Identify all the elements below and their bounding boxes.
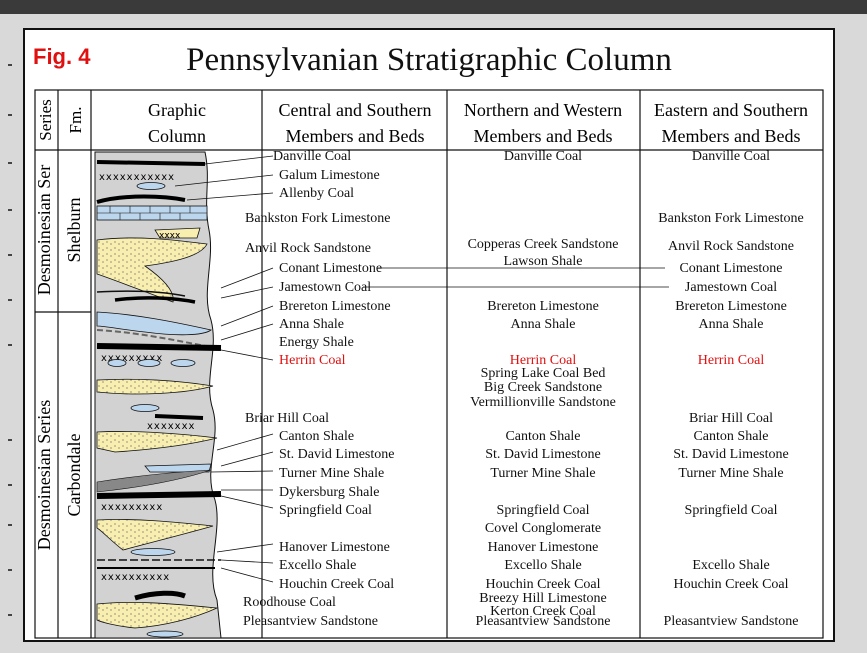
central-galum-limestone: Galum Limestone — [279, 168, 380, 183]
eastern-jamestown-coal: Jamestown Coal — [685, 280, 777, 295]
stratigraphic-column-diagram: Series Fm. Graphic Column Central and So… — [25, 30, 833, 640]
central-turner-mine-shale: Turner Mine Shale — [279, 466, 384, 481]
central-anvil-rock-sandstone: Anvil Rock Sandstone — [245, 241, 371, 256]
header-series: Series — [36, 99, 55, 141]
eastern-brereton-limestone: Brereton Limestone — [675, 299, 787, 314]
central-danville-coal: Danville Coal — [273, 149, 351, 164]
northern-excello-shale: Excello Shale — [504, 558, 581, 573]
window-top-bar — [0, 0, 867, 14]
series-label-lower: Desmoinesian Series — [34, 400, 54, 550]
header-formation: Fm. — [66, 107, 85, 134]
eastern-danville-coal: Danville Coal — [692, 149, 770, 164]
eastern-canton-shale: Canton Shale — [693, 429, 768, 444]
eastern-herrin-coal: Herrin Coal — [698, 353, 765, 368]
eastern-st-david-limestone: St. David Limestone — [673, 447, 789, 462]
eastern-briar-hill-coal: Briar Hill Coal — [689, 411, 773, 426]
series-label-upper: Desmoinesian Ser — [34, 165, 54, 295]
header-northern-line2: Members and Beds — [474, 126, 613, 146]
eastern-conant-limestone: Conant Limestone — [679, 261, 782, 276]
eastern-anna-shale: Anna Shale — [699, 317, 764, 332]
northern-vermillionville-sandstone: Vermillionville Sandstone — [470, 395, 616, 410]
eastern-turner-mine-shale: Turner Mine Shale — [678, 466, 783, 481]
northern-danville-coal: Danville Coal — [504, 149, 582, 164]
northern-big-creek-sandstone: Big Creek Sandstone — [484, 380, 602, 395]
northern-canton-shale: Canton Shale — [505, 429, 580, 444]
northern-spring-lake-coal-bed: Spring Lake Coal Bed — [481, 366, 606, 381]
page-left-margin — [0, 14, 18, 653]
northern-brereton-limestone: Brereton Limestone — [487, 299, 599, 314]
northern-turner-mine-shale: Turner Mine Shale — [490, 466, 595, 481]
eastern-excello-shale: Excello Shale — [692, 558, 769, 573]
svg-text:xxxxxxx: xxxxxxx — [147, 421, 195, 432]
central-roodhouse-coal: Roodhouse Coal — [243, 595, 336, 610]
central-dykersburg-shale: Dykersburg Shale — [279, 485, 379, 500]
northern-copperas-creek-sandstone: Copperas Creek Sandstone — [468, 237, 619, 252]
central-conant-limestone: Conant Limestone — [279, 261, 382, 276]
northern-houchin-creek-coal: Houchin Creek Coal — [485, 577, 600, 592]
central-canton-shale: Canton Shale — [279, 429, 354, 444]
header-eastern-line2: Members and Beds — [662, 126, 801, 146]
northern-hanover-limestone: Hanover Limestone — [488, 540, 599, 555]
svg-text:xxxxxxxxxxx: xxxxxxxxxxx — [99, 172, 175, 183]
central-springfield-coal: Springfield Coal — [279, 503, 372, 518]
header-graphic-line2: Column — [148, 126, 206, 146]
central-jamestown-coal: Jamestown Coal — [279, 280, 371, 295]
eastern-anvil-rock-sandstone: Anvil Rock Sandstone — [668, 239, 794, 254]
central-allenby-coal: Allenby Coal — [279, 186, 354, 201]
central-anna-shale: Anna Shale — [279, 317, 344, 332]
eastern-houchin-creek-coal: Houchin Creek Coal — [673, 577, 788, 592]
central-brereton-limestone: Brereton Limestone — [279, 299, 391, 314]
northern-st-david-limestone: St. David Limestone — [485, 447, 601, 462]
central-bankston-fork-limestone: Bankston Fork Limestone — [245, 211, 390, 226]
eastern-springfield-coal: Springfield Coal — [685, 503, 778, 518]
header-eastern-line1: Eastern and Southern — [654, 100, 808, 120]
northern-covel-conglomerate: Covel Conglomerate — [485, 521, 601, 536]
central-houchin-creek-coal: Houchin Creek Coal — [279, 577, 394, 592]
central-excello-shale: Excello Shale — [279, 558, 356, 573]
northern-springfield-coal: Springfield Coal — [497, 503, 590, 518]
header-northern-line1: Northern and Western — [464, 100, 622, 120]
formation-label-upper: Shelburn — [64, 198, 84, 263]
header-graphic-line1: Graphic — [148, 100, 206, 120]
page-right-margin — [846, 14, 867, 653]
central-st-david-limestone: St. David Limestone — [279, 447, 395, 462]
eastern-bankston-fork-limestone: Bankston Fork Limestone — [658, 211, 803, 226]
header-central-line1: Central and Southern — [279, 100, 432, 120]
header-central-line2: Members and Beds — [286, 126, 425, 146]
svg-text:xxxxxxxxx: xxxxxxxxx — [101, 502, 163, 513]
svg-text:xxxxxxxxxx: xxxxxxxxxx — [101, 572, 170, 583]
northern-column-units: Danville Coal Copperas Creek Sandstone L… — [468, 149, 619, 629]
central-pleasantview-sandstone: Pleasantview Sandstone — [243, 614, 378, 629]
eastern-pleasantview-sandstone: Pleasantview Sandstone — [664, 614, 799, 629]
central-energy-shale: Energy Shale — [279, 335, 354, 350]
margin-text-fragments — [6, 44, 16, 644]
formation-label-lower: Carbondale — [64, 434, 84, 517]
central-herrin-coal: Herrin Coal — [279, 353, 346, 368]
northern-anna-shale: Anna Shale — [511, 317, 576, 332]
northern-lawson-shale: Lawson Shale — [504, 254, 583, 269]
stratigraphic-figure: Fig. 4 Pennsylvanian Stratigraphic Colum… — [23, 28, 835, 642]
central-briar-hill-coal: Briar Hill Coal — [245, 411, 329, 426]
eastern-column-units: Danville Coal Bankston Fork Limestone An… — [658, 149, 803, 629]
central-hanover-limestone: Hanover Limestone — [279, 540, 390, 555]
graphic-column: xxxxxxxxxxx xxxx xxxxxxxxx xxxxxxx — [95, 152, 221, 638]
northern-pleasantview-sandstone: Pleasantview Sandstone — [476, 614, 611, 629]
central-column-units: Danville Coal Galum Limestone Allenby Co… — [243, 149, 395, 629]
